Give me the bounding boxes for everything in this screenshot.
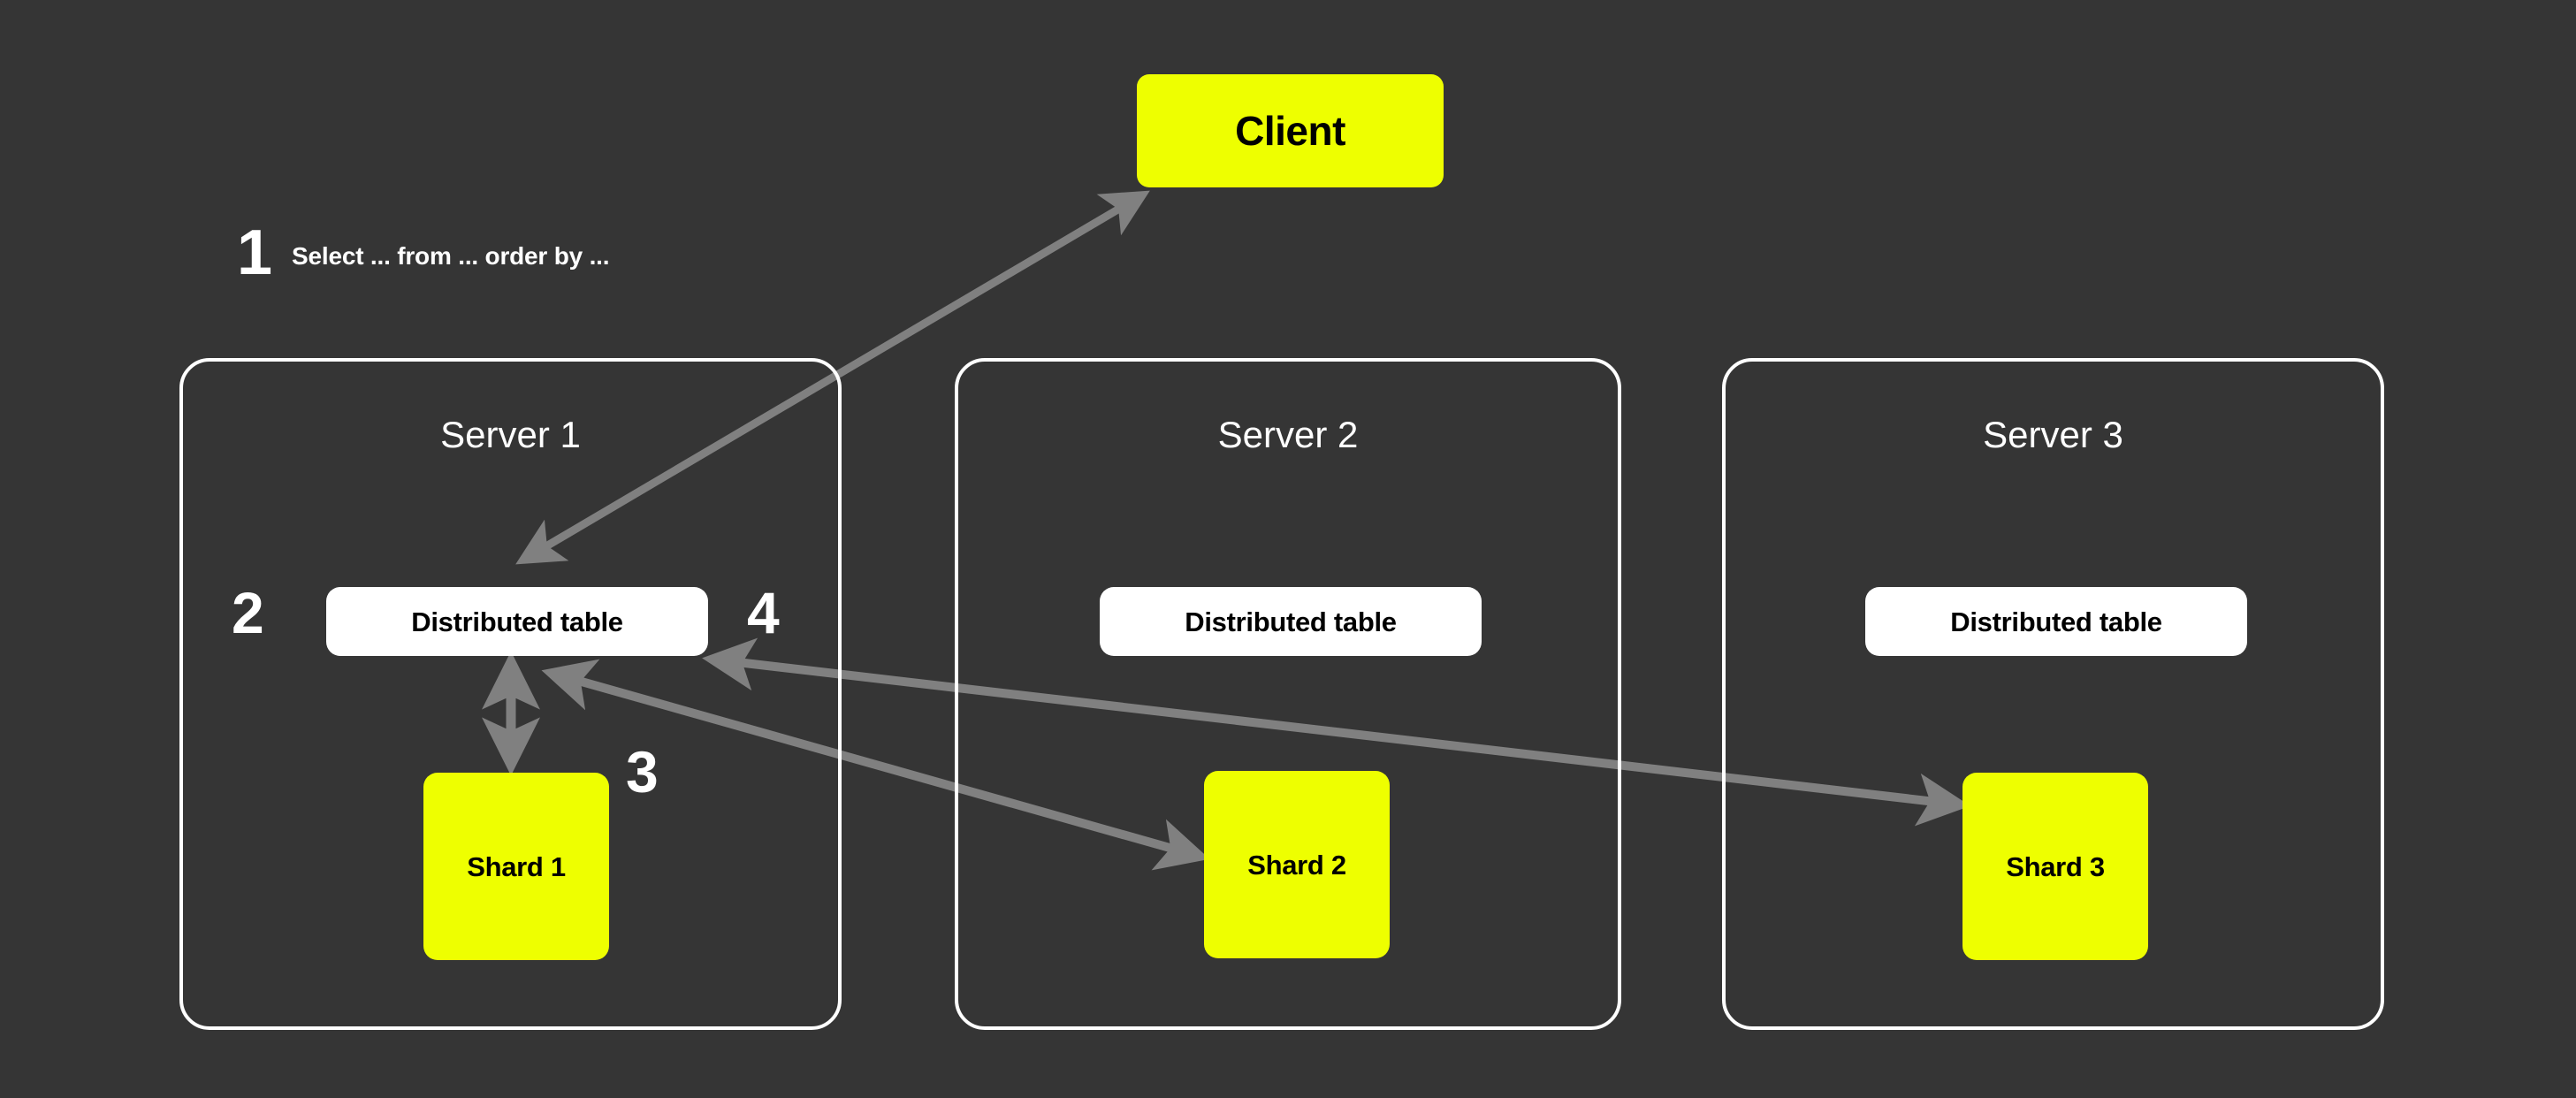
server-panel-1[interactable]: Server 1 Distributed table Shard 1 — [179, 358, 842, 1030]
step-2-number: 2 — [232, 580, 264, 645]
step-1-caption: Select ... from ... order by ... — [292, 242, 610, 270]
shard-1[interactable]: Shard 1 — [423, 773, 609, 960]
distributed-table-3[interactable]: Distributed table — [1865, 587, 2247, 656]
server-1-title: Server 1 — [440, 414, 581, 455]
step-3-number: 3 — [626, 739, 659, 804]
shard-3-label: Shard 3 — [2006, 850, 2105, 882]
shard-3[interactable]: Shard 3 — [1962, 773, 2148, 960]
server-3-title: Server 3 — [1983, 414, 2123, 455]
shard-2[interactable]: Shard 2 — [1204, 771, 1390, 958]
shard-1-label: Shard 1 — [467, 850, 566, 882]
server-panel-3[interactable]: Server 3 Distributed table Shard 3 — [1722, 358, 2384, 1030]
step-1-annotation: 1 Select ... from ... order by ... — [237, 217, 610, 288]
step-4-number: 4 — [747, 580, 780, 645]
server-panel-2[interactable]: Server 2 Distributed table Shard 2 — [955, 358, 1621, 1030]
distributed-table-1[interactable]: Distributed table — [326, 587, 708, 656]
distributed-table-2-label: Distributed table — [1185, 606, 1397, 637]
client-label: Client — [1235, 108, 1345, 154]
distributed-table-1-label: Distributed table — [411, 606, 623, 637]
distributed-table-2[interactable]: Distributed table — [1100, 587, 1482, 656]
distributed-table-3-label: Distributed table — [1950, 606, 2162, 637]
step-1-number: 1 — [237, 217, 273, 288]
server-2-title: Server 2 — [1217, 414, 1359, 455]
client-node[interactable]: Client — [1137, 74, 1444, 187]
shard-2-label: Shard 2 — [1247, 849, 1346, 881]
